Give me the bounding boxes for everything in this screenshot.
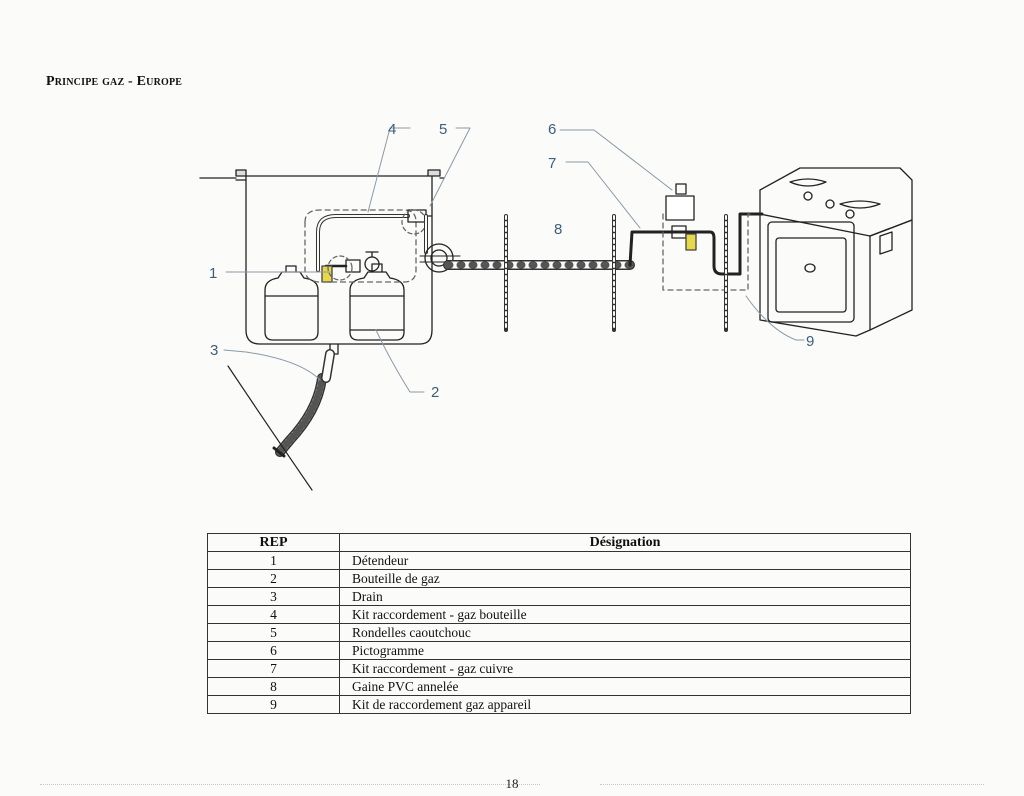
rep-header: REP — [207, 533, 340, 552]
rep-cell: 3 — [207, 587, 340, 606]
gas-locker — [199, 169, 445, 345]
gas-bottle-left — [264, 265, 319, 341]
regulator — [321, 251, 380, 283]
designation-cell: Drain — [339, 587, 911, 606]
rep-cell: 6 — [207, 641, 340, 660]
designation-cell: Pictogramme — [339, 641, 911, 660]
designation-header: Désignation — [339, 533, 911, 552]
rep-cell: 9 — [207, 695, 340, 714]
designation-cell: Kit raccordement - gaz bouteille — [339, 605, 911, 624]
gas-installation-diagram: 1 2 3 4 5 6 7 8 9 — [199, 121, 913, 491]
cooker-appliance — [750, 167, 913, 337]
rep-cell: 2 — [207, 569, 340, 588]
page-title: Principe gaz - Europe — [46, 74, 183, 89]
designation-cell: Gaine PVC annelée — [339, 677, 911, 696]
designation-cell: Kit de raccordement gaz appareil — [339, 695, 911, 714]
corrugated-pvc-sleeve — [443, 214, 666, 332]
callout-3: 3 — [210, 342, 218, 359]
bulkhead-fitting — [419, 214, 461, 273]
callout-7: 7 — [548, 155, 556, 172]
callout-4: 4 — [388, 121, 396, 138]
callout-8: 8 — [554, 221, 562, 238]
parts-table-header: REP Désignation — [207, 533, 911, 552]
rep-cell: 7 — [207, 659, 340, 678]
callout-2: 2 — [431, 384, 439, 401]
copper-connection-kit — [662, 183, 763, 332]
callout-6: 6 — [548, 121, 556, 138]
rep-cell: 1 — [207, 551, 340, 570]
rep-cell: 5 — [207, 623, 340, 642]
designation-cell: Rondelles caoutchouc — [339, 623, 911, 642]
callout-1: 1 — [209, 265, 217, 282]
callout-9: 9 — [806, 333, 814, 350]
callout-leaders — [223, 127, 805, 393]
footer-rule-right — [600, 784, 984, 785]
bottle-hose-kit — [304, 209, 433, 283]
footer-rule-left — [40, 784, 540, 785]
designation-cell: Bouteille de gaz — [339, 569, 911, 588]
designation-cell: Détendeur — [339, 551, 911, 570]
rep-cell: 4 — [207, 605, 340, 624]
gas-bottle-right — [349, 263, 405, 341]
designation-cell: Kit raccordement - gaz cuivre — [339, 659, 911, 678]
page-number: 18 — [505, 776, 519, 791]
drain-hose — [227, 343, 339, 491]
rep-cell: 8 — [207, 677, 340, 696]
callout-5: 5 — [439, 121, 447, 138]
